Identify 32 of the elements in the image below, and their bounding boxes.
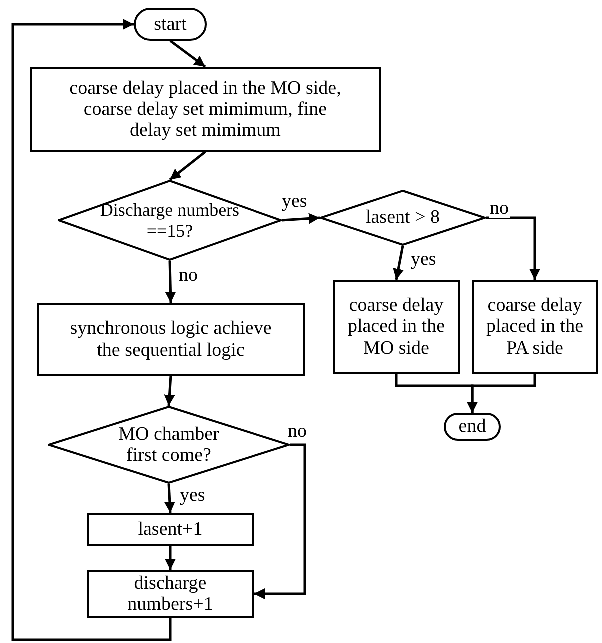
arrow [12, 19, 172, 642]
arrow [164, 484, 176, 514]
node-text: lasent > 8 [364, 207, 442, 229]
arrow [169, 151, 206, 181]
node-text: MO chamber first come? [118, 424, 220, 466]
arrow [164, 376, 176, 406]
node-text: coarse delay placed in the MO side, coarse delay set mimimum, fine delay set mimimum [68, 78, 342, 142]
node-text: start [153, 14, 188, 36]
decision-diamond [48, 406, 290, 484]
node-text: discharge numbers+1 [126, 572, 214, 616]
node-text: lasent+1 [137, 518, 204, 540]
arrow [165, 260, 176, 304]
arrow [393, 246, 404, 280]
decision-diamond [58, 180, 282, 261]
arrow [282, 213, 320, 224]
node-text: Discharge numbers ==15? [99, 200, 241, 241]
process-box [30, 67, 381, 152]
arrow [254, 444, 306, 600]
process-box [37, 303, 305, 376]
arrow [170, 40, 206, 68]
node-text: end [458, 416, 488, 438]
arrow [486, 216, 540, 280]
arrow [467, 374, 536, 413]
process-box [87, 513, 254, 546]
node-text: coarse delay placed in the MO side [346, 295, 446, 359]
process-box [472, 280, 598, 374]
node-text: synchronous logic achieve the sequential logic [69, 318, 273, 361]
process-box [333, 280, 460, 374]
process-box [87, 570, 254, 618]
arrow [165, 546, 176, 570]
decision-diamond [320, 190, 486, 246]
node-text: coarse delay placed in the PA side [485, 295, 585, 359]
